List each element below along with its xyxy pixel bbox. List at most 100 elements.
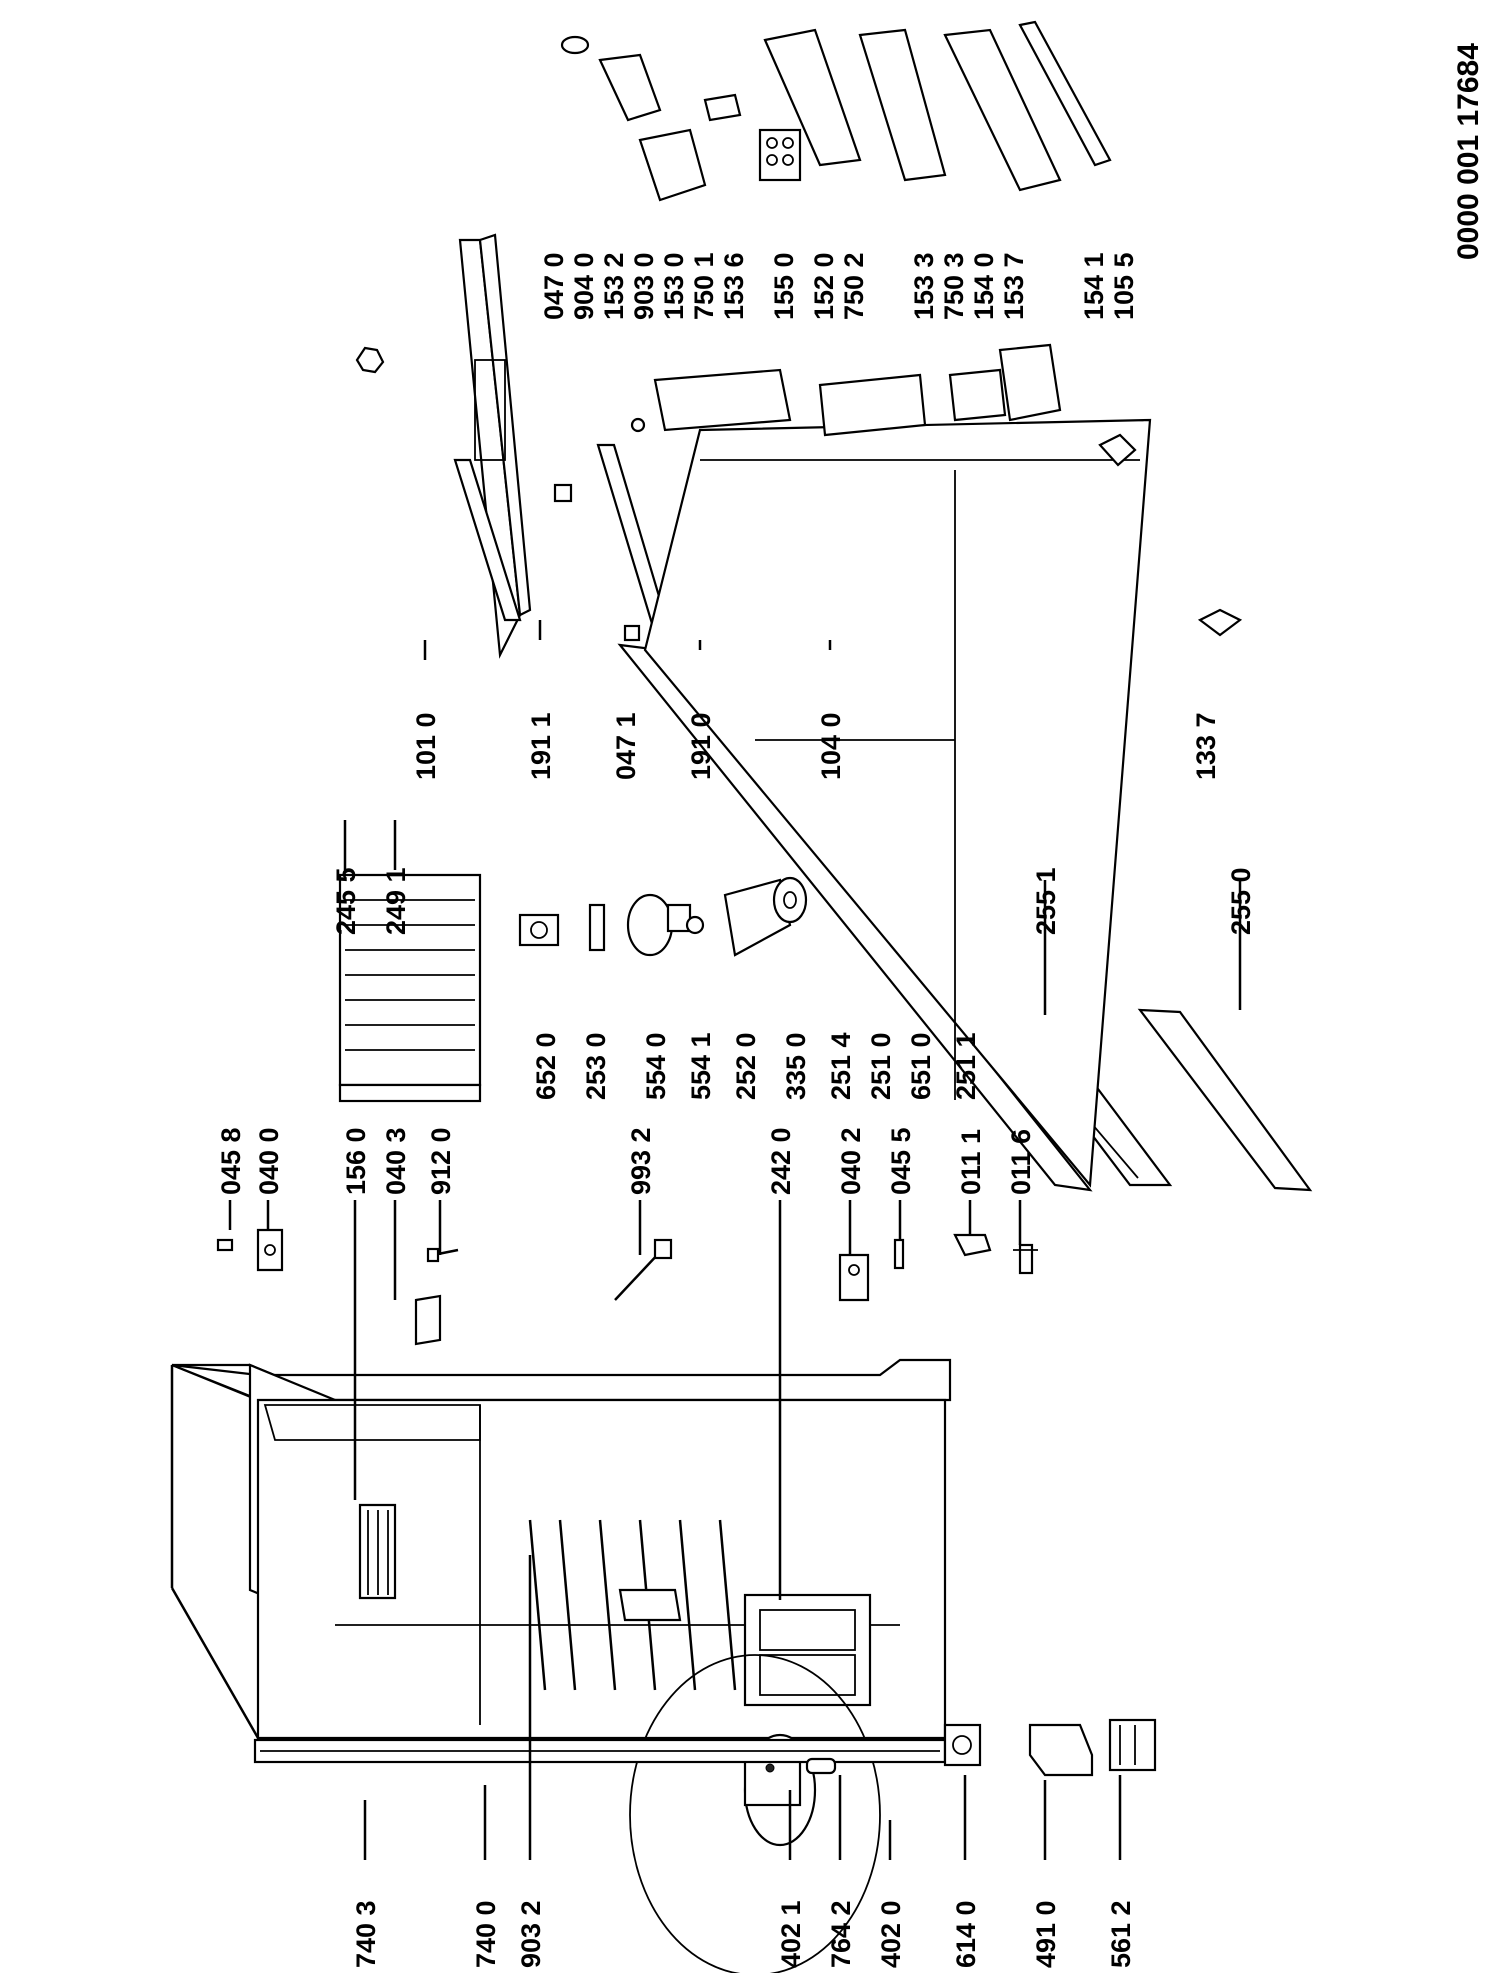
freezer-door [458,233,532,659]
label-251-4: 251 4 [826,1032,856,1100]
egg-tray [758,128,802,182]
bottle-retainer [1018,20,1112,167]
label-652-0: 652 0 [531,1032,561,1100]
label-153-3: 153 3 [909,252,939,320]
fridge-door [617,418,1152,1192]
label-105-5: 105 5 [1109,252,1139,320]
drip-tray [1028,1723,1094,1777]
hinge-screw [426,1247,459,1263]
door-rack-upper [763,28,862,167]
label-740-0: 740 0 [471,1900,501,1968]
knob [772,876,808,924]
door-rack-middle [858,28,947,182]
label-040-0: 040 0 [254,1127,284,1195]
thermostat-switch [518,913,560,947]
label-040-2: 040 2 [836,1127,866,1195]
label-651-0: 651 0 [906,1032,936,1100]
leader-lines [228,620,1242,1860]
label-993-2: 993 2 [626,1127,656,1195]
small-rack [703,93,742,122]
condenser [253,1738,947,1764]
label-245-5: 245 5 [331,867,361,935]
label-191-0: 191 0 [686,712,716,780]
door-hinge-cap [1197,608,1243,637]
small-bracket [553,483,573,503]
door-bottle-rack [943,28,1062,192]
document-number: 0000 001 17684 [1452,43,1485,260]
label-011-6: 011 6 [1006,1129,1036,1195]
door-stop [623,624,641,642]
label-153-0: 153 0 [659,252,689,320]
label-153-7: 153 7 [999,252,1029,320]
label-253-0: 253 0 [581,1032,611,1100]
label-903-0: 903 0 [629,252,659,320]
label-154-0: 154 0 [969,252,999,320]
middle-hinge [414,1294,442,1346]
lamp-holder [588,903,606,952]
label-764-2: 764 2 [826,1900,856,1968]
label-191-1: 191 1 [526,712,556,780]
label-040-3: 040 3 [381,1127,411,1195]
thermostat-knob-housing [626,893,692,957]
door-rack-small [598,53,662,122]
label-104-0: 104 0 [816,712,846,780]
screw [630,417,646,433]
freezer-door-gasket [453,458,522,622]
label-242-0: 242 0 [766,1127,796,1195]
label-740-3: 740 3 [351,1900,381,1968]
label-255-0: 255 0 [1226,867,1256,935]
label-249-1: 249 1 [381,867,411,935]
temperature-sensor [614,1238,673,1301]
handle-cap [355,346,385,374]
label-554-1: 554 1 [686,1032,716,1100]
hinge-pin [893,1238,905,1270]
label-045-5: 045 5 [886,1127,916,1195]
label-045-8: 045 8 [216,1127,246,1195]
label-750-2: 750 2 [839,252,869,320]
door-rack-cover [948,368,1007,422]
hinge-cap-2 [1098,433,1137,467]
top-hinge [216,1228,284,1272]
egg-rack [638,128,707,202]
label-011-1: 011 1 [956,1129,986,1195]
foot-plate [953,1233,992,1257]
label-402-0: 402 0 [876,1900,906,1968]
label-251-1: 251 1 [951,1032,981,1100]
label-614-0: 614 0 [951,1900,981,1968]
thermostat-knob [685,915,705,935]
adjustable-foot [1013,1243,1038,1275]
label-252-0: 252 0 [731,1032,761,1100]
label-402-1: 402 1 [776,1900,806,1968]
cabinet-body [170,1358,952,1973]
door-rack-middle-cover [818,373,927,437]
washer [560,35,590,55]
label-153-6: 153 6 [719,252,749,320]
label-154-1: 154 1 [1079,252,1109,320]
label-904-0: 904 0 [569,252,599,320]
label-047-1: 047 1 [611,712,641,780]
label-047-0: 047 0 [539,252,569,320]
ice-tray [358,1503,397,1600]
label-561-2: 561 2 [1106,1900,1136,1968]
label-912-0: 912 0 [426,1127,456,1195]
door-bin [998,343,1062,422]
glass-shelf [1137,1008,1313,1192]
bottom-hinge [838,1253,870,1302]
shelf-front-strip [338,1083,482,1103]
label-152-0: 152 0 [809,252,839,320]
label-101-0: 101 0 [411,712,441,780]
start-device [1108,1718,1157,1772]
label-491-0: 491 0 [1031,1900,1061,1968]
label-255-1: 255 1 [1031,867,1061,935]
label-251-0: 251 0 [866,1032,896,1100]
label-133-7: 133 7 [1191,712,1221,780]
relay-unit [943,1723,982,1767]
label-156-0: 156 0 [341,1127,371,1195]
label-750-1: 750 1 [689,252,719,320]
label-554-0: 554 0 [641,1032,671,1100]
label-750-3: 750 3 [939,252,969,320]
label-903-2: 903 2 [516,1900,546,1968]
label-335-0: 335 0 [781,1032,811,1100]
